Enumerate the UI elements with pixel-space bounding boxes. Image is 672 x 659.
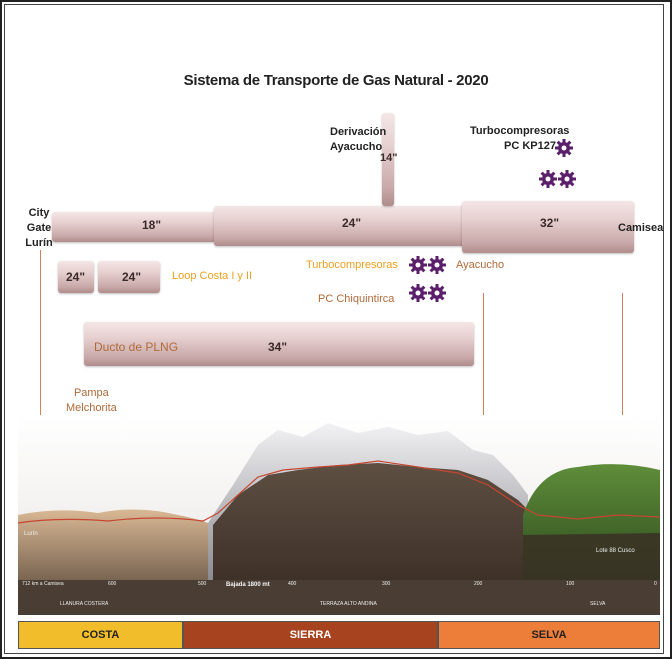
gear-icon [428,256,446,274]
diagram-title: Sistema de Transporte de Gas Natural - 2… [183,72,489,89]
pipe-32-label: 32" [540,216,560,230]
camisea-label: Camisea [618,222,664,234]
gear-icon [558,170,576,188]
loop-pipe-a [58,261,94,293]
region-sierra: SIERRA [183,621,438,649]
turbo-chiq-label: Turbocompresoras [306,259,398,271]
pc-chiq-label: PC Chiquintirca [318,293,395,305]
arrow-camisea [622,293,623,445]
zone-sublabel-selva: SELVA [590,601,606,607]
landscape-profile [18,415,660,615]
gear-icon [539,170,557,188]
loop-pipe-a-label: 24" [66,270,86,284]
loop-label: Loop Costa I y II [172,270,253,282]
pipe-24-inch [214,206,466,246]
plng-pipe-label: 34" [268,340,288,354]
bajada-label: Bajada 1800 mt [226,582,270,588]
gear-icon [409,284,427,302]
gear-icon [409,256,427,274]
axis-tick-5: 200 [474,581,483,587]
pipe-18-label: 18" [142,218,162,232]
pampa-label: Pampa Melchorita [66,387,117,414]
plng-label: Ducto de PLNG [94,340,179,354]
axis-tick-3: 400 [288,581,297,587]
region-selva: SELVA [438,621,660,649]
pipe-24-label: 24" [342,216,362,230]
plng-pipe [84,322,474,366]
arrow-ayacucho [483,293,484,445]
axis-tick-7: 0 [654,581,657,587]
axis-tick-1: 600 [108,581,117,587]
turbo-kp127-label: Turbocompresoras PC KP127 [470,125,570,152]
city-gate-label: City Gate Lurín [25,207,53,249]
zone-sublabel-sierra: TERRAZA ALTO ANDINA [320,601,377,607]
loop-pipe-b-label: 24" [122,270,142,284]
pipe-18-inch [52,212,216,242]
gear-icon [555,139,573,157]
gear-icon [428,284,446,302]
arrow-lurin [40,250,41,460]
loop-pipe-b [98,261,160,293]
pipe-14-inch-branch [382,113,394,206]
axis-tick-0: 712 km a Camisea [22,581,64,587]
pipe-14-label: 14" [380,152,398,164]
zone-sublabel-costa: LLANURA COSTERA [60,601,109,607]
inner-frame [4,4,664,654]
label-lurin-small: Lurín [24,531,38,537]
region-costa: COSTA [18,621,183,649]
ayacucho-label: Ayacucho [456,259,505,271]
lote88-label: Lote 88 Cusco [596,548,635,554]
derivacion-label: Derivación Ayacucho [330,126,387,153]
pipe-32-inch [462,201,634,253]
axis-tick-4: 300 [382,581,391,587]
axis-tick-2: 500 [198,581,207,587]
axis-tick-6: 100 [566,581,575,587]
